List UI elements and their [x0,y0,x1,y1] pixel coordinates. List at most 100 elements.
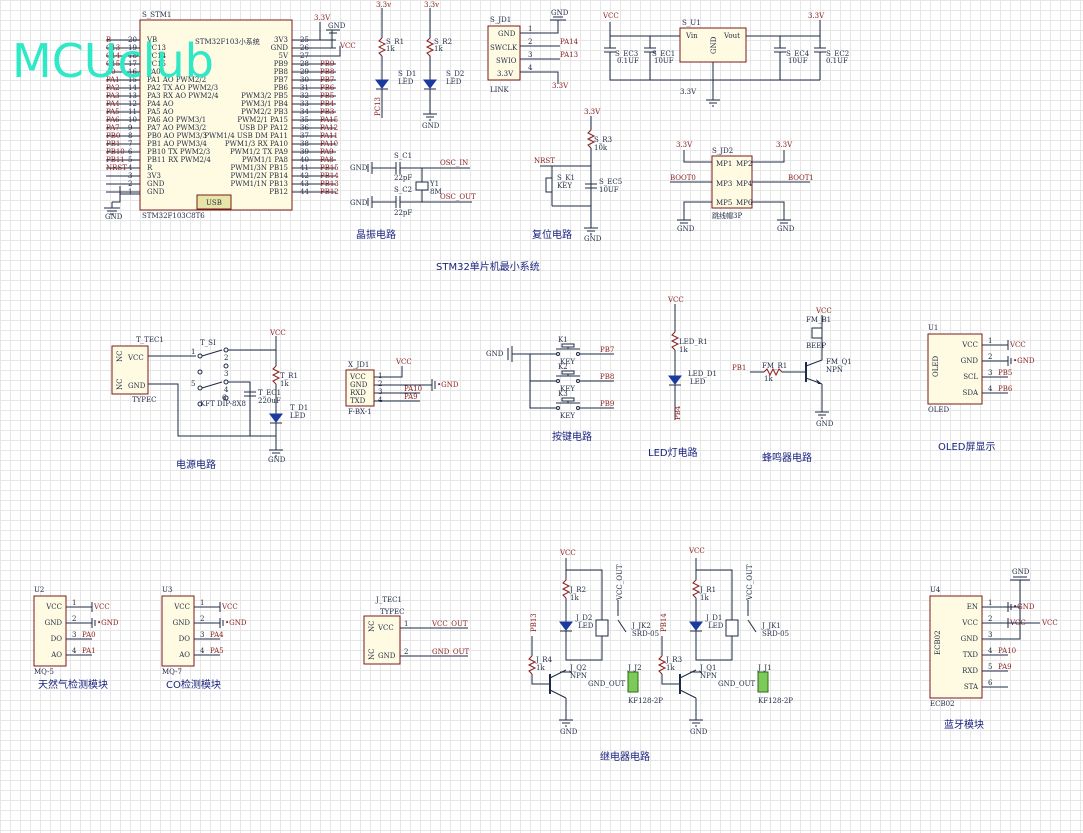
mcu-pin-name: PB1 AO PWM3/4 [147,140,207,148]
buzzer-gnd: GND [816,420,834,428]
mcu-pin-name: PWM3/1 PB4 [241,100,288,108]
section-buzzer-title: 蜂鸣器电路 [762,451,812,464]
mcu-body [139,19,293,211]
relay-vcc-right: VCC [688,547,705,555]
boot-jumper: S_JD2 MP1 MP2 MP3 MP4 MP5 MP6 跳线帽3P 3.3V… [670,141,814,233]
relay-d-ref: J_D1 [705,614,722,622]
xjd1-pin: TXD [350,397,366,405]
mq7-module-part: MQ-7 [162,668,182,676]
t-ec1-ref: T_EC1 [258,389,281,397]
mcu-pin-name: PA0 [147,68,161,76]
buzzer-vcc: VCC [815,307,832,315]
mcu-pin-num: 33 [300,100,309,108]
mq5-module-net-vcc: VCC [93,603,110,611]
relay-rb-ref: J_R3 [665,656,682,664]
mcu-pin-name: PWM2/1 PA15 [237,116,288,124]
mcu-pin-net: PA6 [106,116,120,124]
mcu-pin-net: PB15 [320,164,339,172]
jd1-body [487,25,521,81]
bt-module-pin: VCC [961,619,978,627]
mcu-pin-net: A0 [105,68,116,76]
bt-module-part: ECB02 [930,700,955,708]
bt-module-body [929,595,983,699]
relay-gnd-out: GND_OUT [718,680,755,688]
mcu-pin-net: PB0 [106,132,120,140]
relay-jk-val: SRD-05 [632,630,659,638]
mcu-ref: S_STM1 [142,11,171,19]
power-gnd: GND [268,456,286,464]
relay-gnd-label: GND [560,728,578,736]
relay-gnd-out: GND_OUT [588,680,625,688]
oled-module-ref: U1 [928,324,938,332]
mcu-pin-name: PC15 [147,60,166,68]
ldo-33v-label: 3.3V [680,88,697,96]
key-button-icon[interactable] [561,370,575,375]
mcu-pin-name: PA5 AO [147,108,174,116]
mcu-pin-num: 12 [128,100,137,108]
key-ref: K2 [558,363,568,371]
mcu-pin-name: PB0 AO PWM3/3 [147,132,207,140]
relay-r-val: 1k [570,594,579,602]
key-button-icon[interactable] [561,343,575,348]
jd1-p3: SWIO [496,57,517,65]
key-val: KEY [560,412,575,420]
xjd1-pin-num: 3 [378,388,382,396]
key-button-icon[interactable] [561,397,575,402]
mcu-pin-num: 31 [300,84,309,92]
relay-gnd-icon [559,719,573,727]
s-ec5-val: 10UF [599,186,619,194]
key-val: KEY [560,358,575,366]
mcu-pin-net: PA2 [106,84,120,92]
tec2-n1: 1 [404,620,408,628]
jd2-ref: S_JD2 [712,147,733,155]
mcu-pin-name: PA1 AO PWM2/2 [147,76,206,84]
mcu-pin-name: 3V3 [274,36,288,44]
relay-d-val: LED [578,622,594,630]
mcu-pin-num: 29 [300,68,309,76]
mcu-pin-name: PWM1/1N PB13 [231,180,288,188]
si-n1: 1 [191,348,195,356]
relay-r-ref: J_R1 [699,586,716,594]
mcuclub-logo: MCUclub [12,34,214,88]
jd2-body [711,155,753,209]
mq5-module-net-gnd: •GND [97,619,119,627]
mcu-pin-num: 42 [300,172,309,180]
jd1-n1: 1 [528,25,532,33]
t-ec1-val: 220uF [258,397,281,405]
relay-r-val: 1k [700,594,709,602]
mq7-module-pin-num: 1 [200,599,204,607]
reset-key-icon[interactable] [545,177,553,193]
relay-ctrl-net: PB13 [530,613,538,632]
s-d1-ref: S_D1 [398,70,416,78]
bt-module-net: PA10 [998,647,1016,655]
tec1-vcc: VCC [127,354,144,362]
mcu-pin-net: PB5 [320,92,334,100]
jd2-mp3: MP3 [716,180,732,188]
tec1-body [111,345,149,395]
xjd1-pin: VCC [349,373,366,381]
jd2-mp1: MP1 [716,160,732,168]
jd1-n2: 2 [528,38,532,46]
led-d1-icon [668,375,682,385]
oled-module-net: PB5 [998,369,1012,377]
mcu-pin-name: PB12 [269,188,288,196]
tec2-net-gnd-out: GND_OUT [432,648,469,656]
bt-module-pin: RXD [962,667,978,675]
mcu-pin-num: 39 [300,148,309,156]
s-d2-gnd: GND [422,122,440,130]
s-r1-val: 1k [386,45,395,53]
oled-module-pin-num: 3 [988,369,992,377]
mcu-pin-net: NRST [106,164,127,172]
mcu-pin-net: PA12 [320,124,338,132]
bt-module-pin: STA [964,683,979,691]
ec2-val: 0.1UF [826,57,848,65]
bt-module-pin-num: 3 [988,631,992,639]
mq7-module-net: PA5 [210,647,224,655]
fm-b1-ref: FM_B1 [806,316,831,324]
